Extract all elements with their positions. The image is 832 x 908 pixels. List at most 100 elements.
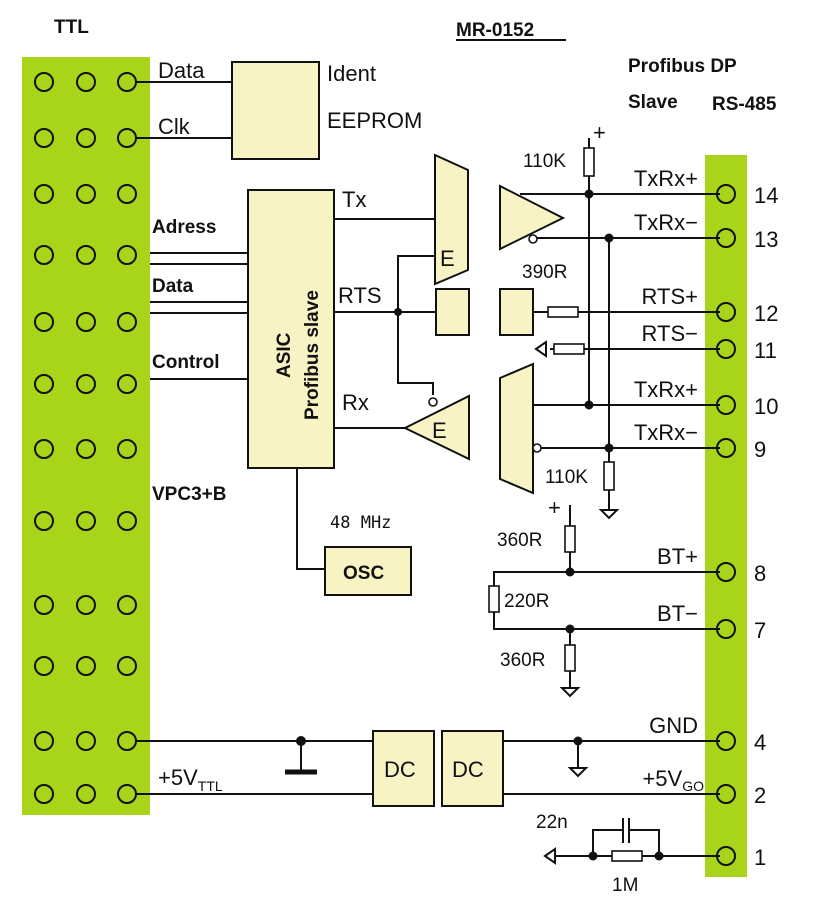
- tx-enable-label: E: [440, 246, 455, 271]
- profibus-title-line1: Profibus DP: [628, 56, 737, 77]
- profibus-pin-2: [716, 784, 736, 804]
- eeprom-block: [231, 61, 320, 160]
- tx-isolator: [434, 153, 469, 286]
- resistor-360r-pulldown: [564, 644, 576, 672]
- profibus-pin-1: [716, 846, 736, 866]
- junction-txrx-minus-top: [604, 233, 614, 243]
- profibus-pin-10: [716, 395, 736, 415]
- ttl-pin: [76, 731, 96, 751]
- eeprom-clk-label: Clk: [158, 114, 191, 139]
- dc-converter-2-label: DC: [452, 757, 484, 782]
- asic-block: [247, 189, 335, 469]
- pin-signal-label: RTS−: [642, 321, 698, 346]
- rx-enable-bubble: [428, 397, 438, 407]
- pin-number: 14: [754, 183, 778, 208]
- bus-control-label: Control: [152, 352, 220, 373]
- ttl-pin: [117, 439, 137, 459]
- profibus-pin-9: [716, 438, 736, 458]
- rx-enable-label: E: [432, 418, 447, 443]
- ttl-pin: [76, 656, 96, 676]
- ttl-pin: [34, 312, 54, 332]
- rx-driver: [402, 394, 470, 461]
- rts-isolator-right: [499, 288, 534, 336]
- profibus-pin-7: [716, 619, 736, 639]
- resistor-390r-label: 390R: [522, 262, 567, 283]
- resistor-rts-minus: [553, 343, 585, 355]
- profibus-pin-14: [716, 184, 736, 204]
- resistor-390r: [547, 306, 579, 318]
- ttl-pin: [34, 245, 54, 265]
- profibus-pin-8: [716, 562, 736, 582]
- ttl-pin: [117, 374, 137, 394]
- junction-txrx-plus-bottom: [584, 400, 594, 410]
- resistor-220r: [488, 585, 500, 613]
- ttl-pin: [34, 656, 54, 676]
- dc-converter-1-label: DC: [384, 757, 416, 782]
- pin-signal-label: BT+: [657, 544, 698, 569]
- resistor-360r-pullup-label: 360R: [497, 530, 542, 551]
- pin-number: 13: [754, 227, 778, 252]
- ttl-supply-label: +5VTTL: [158, 765, 223, 794]
- wire-cap-right: [629, 829, 660, 856]
- pin-number: 1: [754, 845, 766, 870]
- ground-icon-rts-minus: [534, 340, 547, 358]
- pin-signal-label: TxRx−: [634, 420, 698, 445]
- pin-signal-label: RTS+: [642, 284, 698, 309]
- ttl-supply-value: +5V: [158, 765, 198, 790]
- profibus-title-slave: Slave: [628, 92, 678, 113]
- tx-inverting-bubble: [528, 234, 538, 244]
- wire-cap-left: [592, 829, 623, 856]
- tx-line-driver: [499, 184, 566, 251]
- profibus-pin-13: [716, 228, 736, 248]
- pin-number: 8: [754, 561, 766, 586]
- ttl-pin: [34, 128, 54, 148]
- ttl-pin: [117, 312, 137, 332]
- pin-signal-label: TxRx+: [634, 377, 698, 402]
- asic-rx-label: Rx: [342, 390, 369, 415]
- ttl-pin: [76, 374, 96, 394]
- diagram-title: MR-0152: [456, 20, 534, 41]
- asic-rts-label: RTS: [338, 283, 382, 308]
- ttl-pin: [34, 374, 54, 394]
- pullup-plus-symbol: +: [593, 120, 606, 145]
- pin-signal-label: GND: [649, 713, 698, 738]
- asic-chip-label: VPC3+B: [152, 484, 226, 505]
- ttl-pin: [76, 312, 96, 332]
- profibus-connector: [705, 155, 747, 877]
- rx-inverting-bubble: [532, 443, 542, 453]
- eeprom-label-eeprom: EEPROM: [327, 108, 422, 133]
- eeprom-data-label: Data: [158, 58, 205, 83]
- ttl-pin: [76, 511, 96, 531]
- pin-number: 4: [754, 730, 766, 755]
- ttl-pin: [34, 72, 54, 92]
- profibus-title-rs485: RS-485: [712, 94, 777, 115]
- pin-number: 10: [754, 394, 778, 419]
- ttl-pin: [76, 245, 96, 265]
- wire-rts-to-tx-enable: [397, 255, 435, 312]
- bt-plus-symbol: +: [548, 495, 561, 520]
- resistor-360r-pulldown-label: 360R: [500, 650, 545, 671]
- ttl-pin: [76, 72, 96, 92]
- eeprom-label-ident: Ident: [327, 61, 376, 86]
- profibus-pin-4: [716, 731, 736, 751]
- resistor-1m-label: 1M: [612, 875, 638, 896]
- junction-shield-right: [654, 851, 664, 861]
- profibus-pin-group: 14TxRx+13TxRx−12RTS+11RTS−10TxRx+9TxRx−8…: [634, 166, 779, 870]
- rts-isolator-left: [435, 288, 470, 336]
- oscillator-block: [324, 546, 412, 596]
- bus-address-label: Adress: [152, 217, 216, 238]
- resistor-110k-pulldown: [603, 461, 615, 491]
- dc-converter-1: [372, 730, 435, 807]
- profibus-pin-12: [716, 302, 736, 322]
- resistor-110k-pulldown-label: 110K: [545, 467, 588, 488]
- pin-number: 2: [754, 783, 766, 808]
- rx-receiver: [499, 362, 534, 495]
- ground-icon-bt: [559, 687, 581, 698]
- asic-tx-label: Tx: [342, 187, 366, 212]
- ground-icon-gnd: [567, 767, 589, 778]
- pin-signal-label: BT−: [657, 601, 698, 626]
- ground-icon-pulldown: [598, 509, 620, 520]
- resistor-110k-pullup-label: 110K: [523, 151, 566, 172]
- ground-icon-shield: [543, 847, 556, 865]
- ttl-pin: [117, 245, 137, 265]
